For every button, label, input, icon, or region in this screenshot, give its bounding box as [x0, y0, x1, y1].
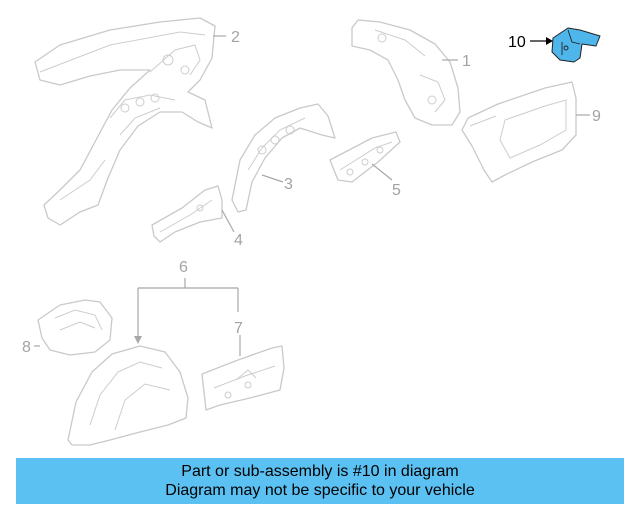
banner-line-1: Part or sub-assembly is #10 in diagram [181, 463, 459, 480]
part-10-bracket-highlighted[interactable] [551, 27, 601, 63]
callout-10: 10 [508, 34, 526, 51]
callout-7: 7 [234, 320, 243, 337]
parts-diagram: 2 3 1 10 9 5 [22, 17, 601, 446]
callout-2: 2 [231, 29, 240, 46]
info-banner: Part or sub-assembly is #10 in diagram D… [16, 458, 624, 504]
callout-9: 9 [592, 108, 601, 125]
part-8-panel[interactable] [37, 299, 113, 356]
callout-1: 1 [462, 53, 471, 70]
part-2-quarter-frame[interactable] [34, 17, 216, 226]
part-1-quarter-pillar[interactable] [351, 19, 461, 126]
part-6-inner-wheelhouse[interactable] [67, 345, 189, 446]
callout-5: 5 [392, 182, 401, 199]
part-7-inner-rail[interactable] [201, 345, 285, 411]
part-3-wheelhouse-arch[interactable] [231, 103, 336, 213]
callout-6: 6 [179, 259, 188, 276]
banner-line-2: Diagram may not be specific to your vehi… [165, 482, 475, 499]
part-9-rear-panel[interactable] [461, 81, 577, 183]
callout-8: 8 [22, 339, 31, 356]
callout-3: 3 [284, 176, 293, 193]
callout-4: 4 [234, 232, 243, 249]
part-4-extension[interactable] [151, 185, 223, 243]
part-5-reinforcement[interactable] [329, 131, 401, 183]
